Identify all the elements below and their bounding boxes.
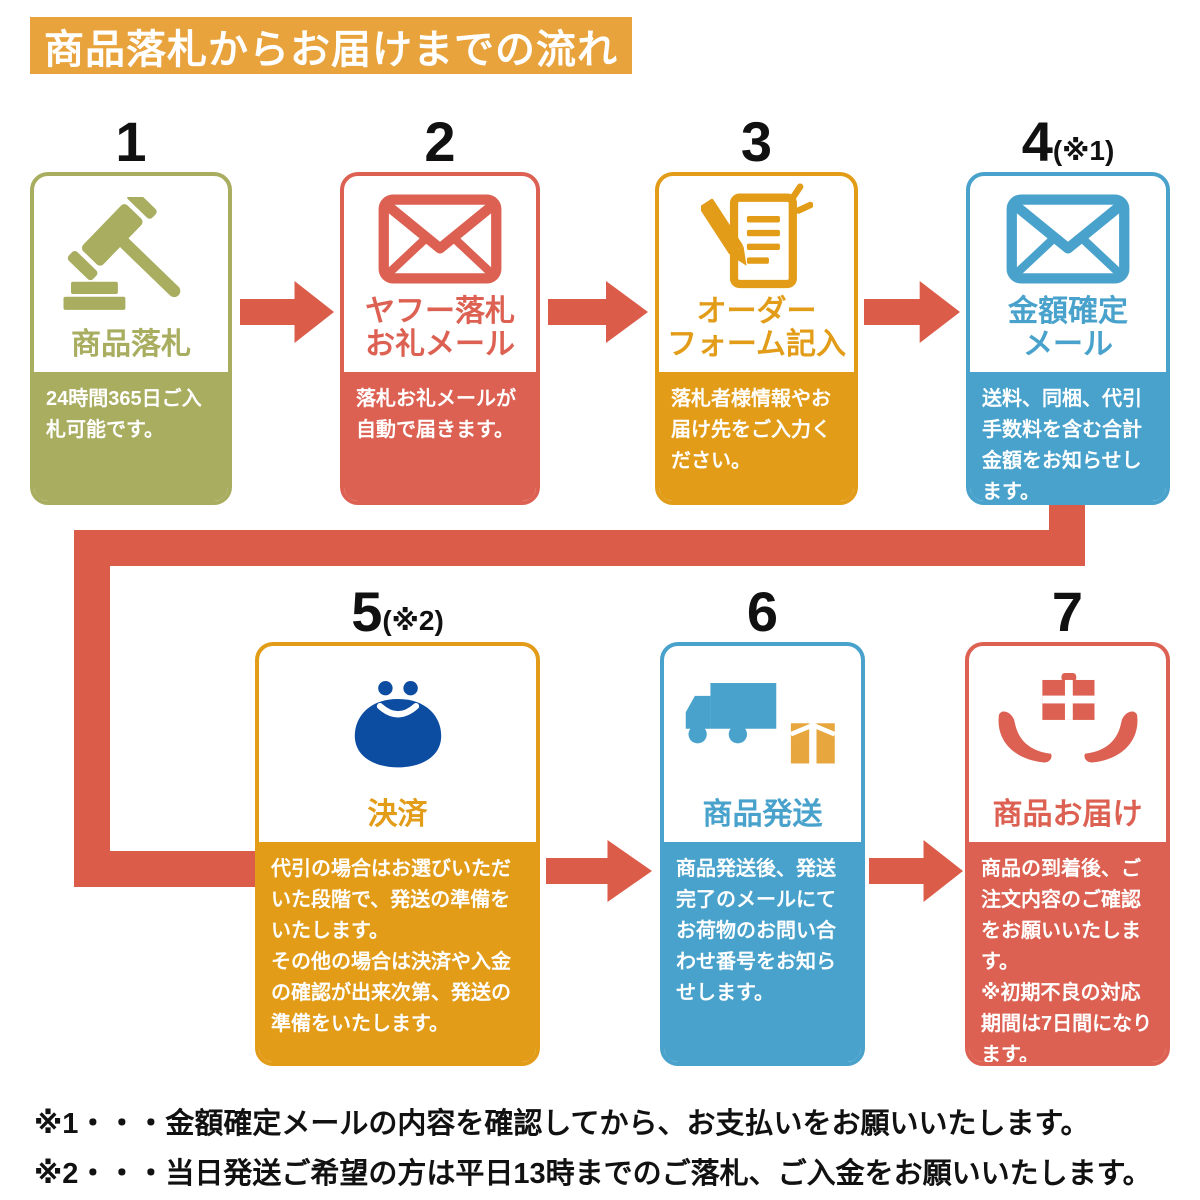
step-4-card-top: 金額確定 メール [970, 176, 1166, 372]
step-5-title: 決済 [367, 798, 428, 832]
step-number-text: 4 [1021, 110, 1053, 173]
step-number-text: 1 [115, 110, 147, 173]
step-6-card: 商品発送 商品発送後、発送完了のメールにてお荷物のお問い合わせ番号をお知らせしま… [660, 642, 865, 1066]
step-7-title: 商品お届け [992, 798, 1143, 832]
step-2-card: ヤフー落札 お礼メール 落札お礼メールが自動で届きます。 [340, 172, 540, 505]
step-3-number: 3 [655, 108, 858, 170]
step-4-title: 金額確定 メール [1008, 294, 1128, 362]
flow-arrow-1 [240, 281, 334, 343]
step-1-card: 商品落札 24時間365日ご入札可能です。 [30, 172, 232, 505]
step-7-description: 商品の到着後、ご注文内容のご確認をお願いいたします。 ※初期不良の対応期間は7日… [969, 842, 1166, 1062]
step-4-card: 金額確定 メール 送料、同梱、代引手数料を含む合計金額をお知らせします。 [966, 172, 1170, 505]
step-5-number: 5(※2) [255, 578, 540, 640]
step-3-card: オーダー フォーム記入 落札者様情報やお届け先をご入力ください。 [655, 172, 858, 505]
flow-arrow-4 [546, 840, 652, 902]
step-4-description: 送料、同梱、代引手数料を含む合計金額をお知らせします。 [970, 372, 1166, 501]
flow-arrow-5 [869, 840, 963, 902]
step-3-description: 落札者様情報やお届け先をご入力ください。 [659, 372, 854, 501]
page-title: 商品落札からお届けまでの流れ [44, 27, 618, 72]
order-form-icon [700, 176, 813, 295]
truck-icon [683, 646, 843, 798]
flow-arrow-3 [864, 281, 960, 343]
mail-icon [378, 176, 502, 295]
step-1-title: 商品落札 [71, 328, 191, 362]
step-2-number: 2 [340, 108, 540, 170]
step-7-card: 商品お届け 商品の到着後、ご注文内容のご確認をお願いいたします。 ※初期不良の対… [965, 642, 1170, 1066]
delivery-hands-icon [992, 646, 1144, 798]
step-number-text: 5 [351, 580, 383, 643]
footnote-1: ※1・・・金額確定メールの内容を確認してから、お支払いをお願いいたします。 [34, 1108, 1090, 1140]
step-number-text: 2 [424, 110, 456, 173]
step-2-card-top: ヤフー落札 お礼メール [344, 176, 536, 372]
step-6-title: 商品発送 [702, 798, 823, 832]
step-5-card-top: 決済 [259, 646, 536, 842]
step-5-card: 決済 代引の場合はお選びいただいた段階で、発送の準備をいたします。 その他の場合… [255, 642, 540, 1066]
flow-connector-segment [74, 530, 1085, 566]
step-number-text: 7 [1051, 580, 1084, 643]
step-6-card-top: 商品発送 [664, 646, 861, 842]
step-number-note: (※2) [382, 605, 444, 636]
step-7-number: 7 [965, 578, 1170, 640]
purse-icon [344, 646, 452, 798]
step-3-card-top: オーダー フォーム記入 [659, 176, 854, 372]
step-5-description: 代引の場合はお選びいただいた段階で、発送の準備をいたします。 その他の場合は決済… [259, 842, 536, 1062]
gavel-icon [56, 176, 206, 328]
mail-icon [1006, 176, 1130, 295]
step-7-card-top: 商品お届け [969, 646, 1166, 842]
step-6-number: 6 [660, 578, 865, 640]
step-1-number: 1 [30, 108, 232, 170]
flow-connector-segment [74, 851, 258, 887]
footnote-2: ※2・・・当日発送ご希望の方は平日13時までのご落札、ご入金をお願いいたします。 [34, 1158, 1152, 1190]
step-number-note: (※1) [1052, 135, 1115, 166]
step-number-text: 3 [740, 110, 773, 173]
step-6-description: 商品発送後、発送完了のメールにてお荷物のお問い合わせ番号をお知らせします。 [664, 842, 861, 1062]
step-3-title: オーダー フォーム記入 [666, 294, 847, 362]
step-1-card-top: 商品落札 [34, 176, 228, 372]
step-2-title: ヤフー落札 お礼メール [365, 294, 515, 362]
flow-connector-segment [74, 530, 110, 887]
step-1-description: 24時間365日ご入札可能です。 [34, 372, 228, 501]
step-4-number: 4(※1) [966, 108, 1170, 170]
flow-arrow-2 [548, 281, 648, 343]
page-title-banner: 商品落札からお届けまでの流れ [30, 17, 632, 74]
step-number-text: 6 [746, 580, 779, 643]
step-2-description: 落札お礼メールが自動で届きます。 [344, 372, 536, 501]
